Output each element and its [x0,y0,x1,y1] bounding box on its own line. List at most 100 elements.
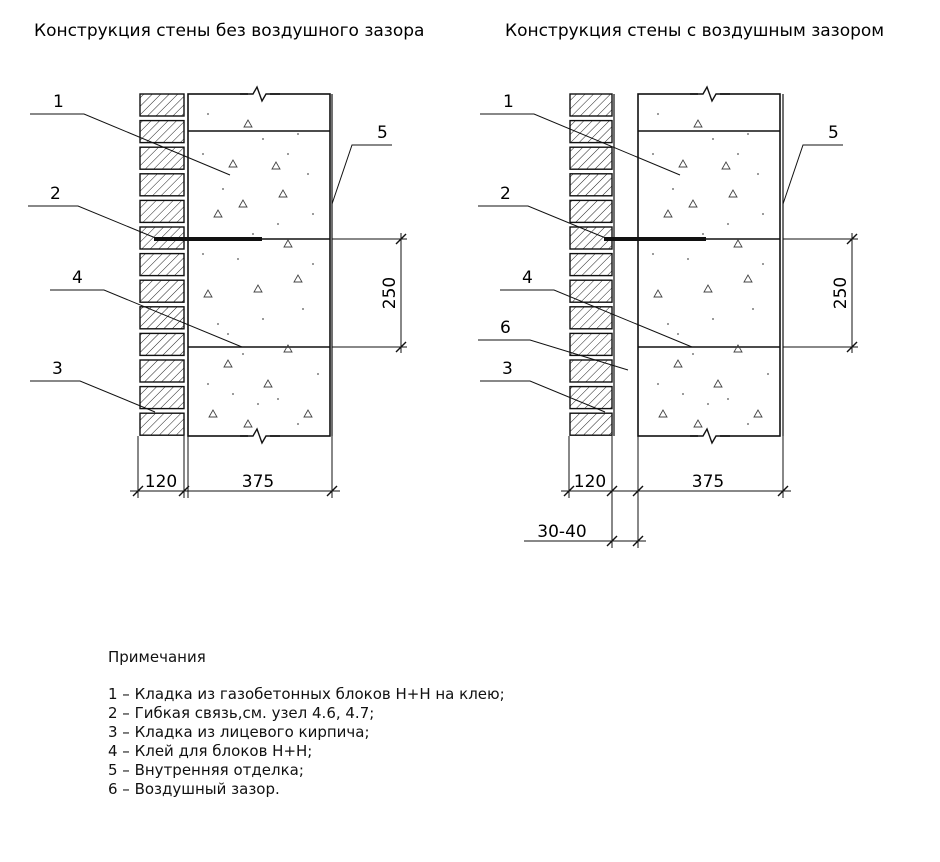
aggregate-triangle [728,189,738,198]
notes-block: Примечания 1 – Кладка из газобетонных бл… [108,648,505,799]
aggregate-dot [307,173,309,175]
aggregate-triangle [253,284,263,293]
left-dim-250: 250 [380,277,400,309]
aggregate-triangle [238,199,248,208]
note-item: 1 – Кладка из газобетонных блоков Н+Н на… [108,685,505,703]
brick [569,385,613,410]
aggregate-dot [747,133,749,135]
brick [569,199,613,224]
aggregate-triangle [743,274,753,283]
left-dim-tick [326,485,338,497]
aggregate-dot [242,353,244,355]
left-dim-tick [178,485,190,497]
brick [139,146,185,170]
aggregate-triangle [243,119,253,128]
brick [569,252,613,277]
left-dim-tick [395,233,407,245]
aggregate-dot [277,223,279,225]
aggregate-triangle [208,409,218,418]
notes-title: Примечания [108,648,206,666]
right-leader-6 [478,339,629,371]
aggregate-dot [712,318,714,320]
aggregate-dot [702,233,704,235]
aggregate-dot [727,223,729,225]
right-leader-3 [480,380,606,413]
aggregate-triangle [721,161,731,170]
note-item: 5 – Внутренняя отделка; [108,761,304,779]
aggregate-dot [222,188,224,190]
aggregate-triangle [733,239,743,248]
right-dim-tick [606,535,618,547]
brick [139,119,185,144]
aggregate-dot [687,258,689,260]
brick [569,306,613,330]
aggregate-dot [762,213,764,215]
left-label-3: 3 [52,359,63,379]
aggregate-dot [297,423,299,425]
brick [569,332,613,357]
aggregate-dot [712,138,714,140]
right-leader-4 [500,289,693,348]
brick [139,412,185,436]
aggregate-triangle [263,379,273,388]
aggregate-dot [657,113,659,115]
right-dim-tick [632,485,644,497]
left-brick-wall [139,93,185,436]
aggregate-dot [287,153,289,155]
aggregate-dot [677,333,679,335]
right-dim-tick [563,485,575,497]
aggregate-dot [707,403,709,405]
aggregate-dot [727,398,729,400]
aggregate-dot [757,173,759,175]
aggregate-dot [227,333,229,335]
aggregate-dot [262,138,264,140]
right-dim-tick [777,485,789,497]
note-item: 2 – Гибкая связь,см. узел 4.6, 4.7; [108,704,375,722]
aggregate-dot [262,318,264,320]
right-aggregate-texture [652,113,769,428]
brick [139,199,185,224]
aggregate-triangle [223,359,233,368]
right-dim-375: 375 [692,472,724,492]
left-label-4: 4 [72,268,83,288]
left-leader-4 [50,289,243,348]
brick [139,385,185,410]
left-dim-375: 375 [242,472,274,492]
aggregate-triangle [733,344,743,353]
right-label-5: 5 [828,123,839,143]
left-dim-tick [132,485,144,497]
aggregate-triangle [703,284,713,293]
brick [139,252,185,277]
right-label-1: 1 [503,92,514,112]
aggregate-triangle [753,409,763,418]
right-title: Конструкция стены с воздушным зазором [505,21,884,41]
aggregate-triangle [688,199,698,208]
aggregate-dot [312,263,314,265]
brick [569,279,613,303]
aggregate-dot [737,153,739,155]
right-dim-tick [846,341,858,353]
right-label-6: 6 [500,318,511,338]
brick [139,332,185,357]
brick [139,173,185,197]
aggregate-dot [217,323,219,325]
aggregate-triangle [283,344,293,353]
brick [569,173,613,197]
aggregate-triangle [228,159,238,168]
aggregate-triangle [243,419,253,428]
note-item: 6 – Воздушный зазор. [108,780,280,798]
aggregate-dot [257,403,259,405]
aggregate-dot [652,253,654,255]
aggregate-triangle [293,274,303,283]
right-label-3: 3 [502,359,513,379]
aggregate-triangle [663,209,673,218]
aggregate-triangle [303,409,313,418]
aggregate-dot [302,308,304,310]
left-label-2: 2 [50,184,61,204]
right-section: 1 2 4 6 3 5 250 120 375 30-40 [478,85,858,548]
left-label-5: 5 [377,123,388,143]
right-dim-gap: 30-40 [537,522,586,542]
right-break-mark-bottom [690,427,730,445]
left-leader-5 [331,144,392,205]
